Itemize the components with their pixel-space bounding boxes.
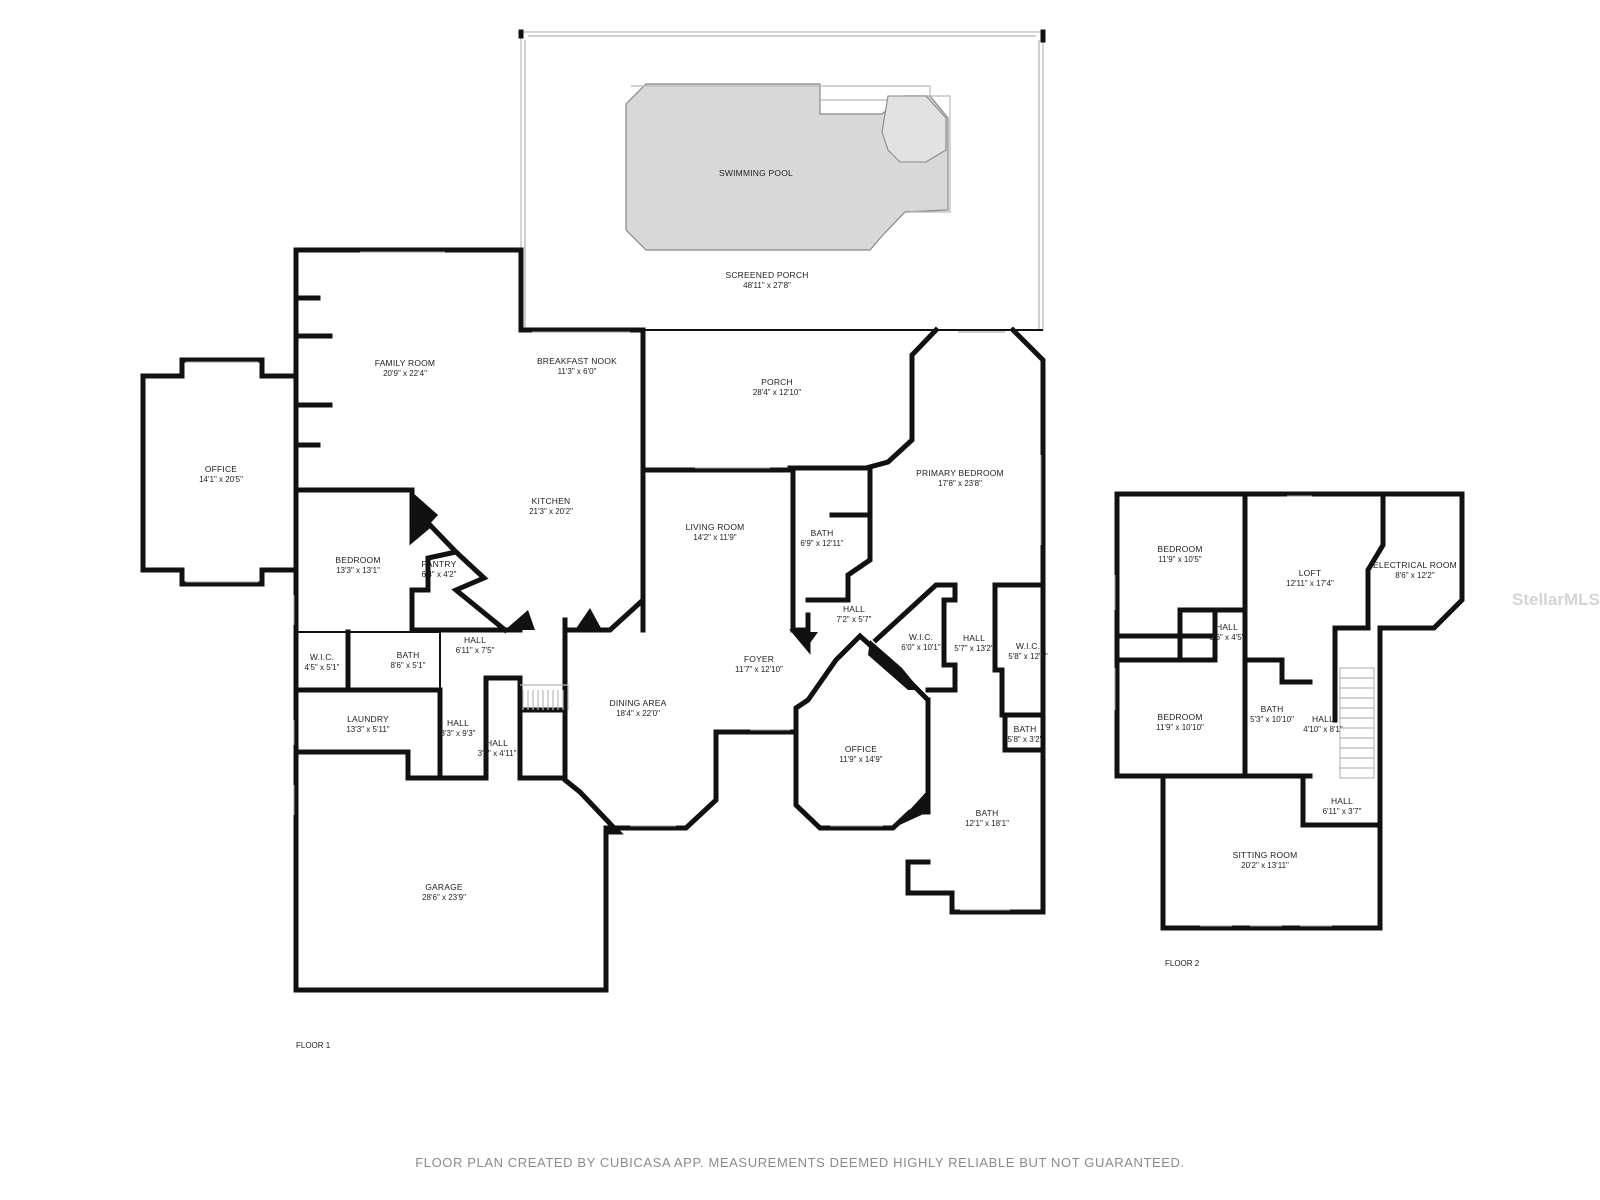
room-dims-bath-center: 6'9" x 12'11"	[800, 539, 843, 548]
room-dims-family-room: 20'9" x 22'4"	[383, 369, 427, 378]
floor-2-stairs	[1339, 667, 1375, 779]
room-name-foyer: FOYER	[744, 654, 774, 664]
room-name-kitchen: KITCHEN	[532, 496, 571, 506]
room-name-hall-3: HALL	[1331, 796, 1353, 806]
room-name-garage: GARAGE	[425, 882, 463, 892]
room-name-bedroom-2: BEDROOM	[1157, 712, 1202, 722]
room-name-wic-primary-2: W.I.C.	[1016, 641, 1040, 651]
room-dims-hall-center: 7'2" x 5'7"	[837, 615, 872, 624]
room-name-bath-west: BATH	[397, 650, 420, 660]
room-name-swimming-pool: SWIMMING POOL	[719, 168, 793, 178]
room-dims-bath-west: 8'6" x 5'1"	[391, 661, 426, 670]
room-dims-porch: 28'4" x 12'10"	[753, 388, 801, 397]
room-dims-bedroom-1: 11'9" x 10'5"	[1158, 555, 1201, 564]
floor-1-labels: SWIMMING POOL SCREENED PORCH 48'11" x 27…	[199, 168, 1048, 1050]
room-dims-hall-2: 4'10" x 8'1"	[1303, 725, 1343, 734]
room-dims-pantry: 6'4" x 4'2"	[422, 570, 457, 579]
room-dims-hall-small: 3'5" x 4'11"	[478, 749, 517, 758]
floor-2-label: FLOOR 2	[1165, 959, 1200, 968]
swimming-pool	[625, 83, 949, 251]
room-name-hall-1: HALL	[1216, 622, 1238, 632]
room-name-pantry: PANTRY	[422, 559, 457, 569]
room-name-office-east: OFFICE	[845, 744, 877, 754]
room-name-bedroom: BEDROOM	[335, 555, 380, 565]
room-dims-laundry: 13'3" x 5'11"	[346, 725, 389, 734]
room-dims-electrical-room: 8'6" x 12'2"	[1395, 571, 1435, 580]
room-dims-hall-laundry: 3'3" x 9'3"	[441, 729, 476, 738]
room-name-wic-west: W.I.C.	[310, 652, 334, 662]
room-dims-breakfast-nook: 11'3" x 6'0"	[558, 367, 597, 376]
floor-1-label: FLOOR 1	[296, 1041, 331, 1050]
room-dims-living-room: 14'2" x 11'9"	[693, 533, 736, 542]
room-name-hall-laundry: HALL	[447, 718, 469, 728]
room-dims-office-east: 11'9" x 14'9"	[839, 755, 882, 764]
room-name-hall-small: HALL	[486, 738, 508, 748]
room-dims-floor2-bath: 5'3" x 10'10"	[1250, 715, 1294, 724]
room-name-sitting-room: SITTING ROOM	[1233, 850, 1298, 860]
room-dims-kitchen: 21'3" x 20'2"	[529, 507, 573, 516]
room-name-wic-primary-1: W.I.C.	[909, 632, 933, 642]
footer-disclaimer: FLOOR PLAN CREATED BY CUBICASA APP. MEAS…	[415, 1155, 1185, 1170]
room-name-hall-primary: HALL	[963, 633, 985, 643]
room-dims-office-west: 14'1" x 20'5"	[199, 475, 243, 484]
room-name-floor2-bath: BATH	[1261, 704, 1284, 714]
room-name-hall-center: HALL	[843, 604, 865, 614]
room-dims-hall-1: 3'6" x 4'5"	[1210, 633, 1245, 642]
room-name-hall-west: HALL	[464, 635, 486, 645]
room-dims-hall-primary: 5'7" x 13'2"	[954, 644, 994, 653]
room-dims-dining-area: 18'4" x 22'0"	[616, 709, 660, 718]
room-dims-hall-3: 6'11" x 3'7"	[1323, 807, 1362, 816]
room-dims-garage: 28'6" x 23'9"	[422, 893, 466, 902]
room-dims-bath-primary: 12'1" x 18'1"	[965, 819, 1009, 828]
room-name-breakfast-nook: BREAKFAST NOOK	[537, 356, 617, 366]
room-name-dining-area: DINING AREA	[610, 698, 667, 708]
room-dims-hall-west: 6'11" x 7'5"	[456, 646, 495, 655]
entry-stairs	[520, 684, 569, 710]
room-name-electrical-room: ELECTRICAL ROOM	[1373, 560, 1457, 570]
room-dims-wic-west: 4'5" x 5'1"	[305, 663, 340, 672]
room-dims-loft: 12'11" x 17'4"	[1286, 579, 1334, 588]
room-name-screened-porch: SCREENED PORCH	[725, 270, 808, 280]
floor-2-walls	[1114, 491, 1465, 931]
room-dims-sitting-room: 20'2" x 13'11"	[1241, 861, 1289, 870]
room-dims-screened-porch: 48'11" x 27'8"	[743, 281, 791, 290]
room-name-bath-center: BATH	[811, 528, 834, 538]
room-dims-wic-primary-1: 6'0" x 10'1"	[901, 643, 941, 652]
room-name-bath-primary: BATH	[976, 808, 999, 818]
room-name-office-west: OFFICE	[205, 464, 237, 474]
room-name-living-room: LIVING ROOM	[686, 522, 745, 532]
room-name-hall-2: HALL	[1312, 714, 1334, 724]
floor-2-labels: BEDROOM 11'9" x 10'5" LOFT 12'11" x 17'4…	[1156, 544, 1457, 968]
room-name-porch: PORCH	[761, 377, 793, 387]
room-name-loft: LOFT	[1299, 568, 1322, 578]
room-dims-wic-primary-2: 5'8" x 12'1"	[1008, 652, 1048, 661]
room-name-bedroom-1: BEDROOM	[1157, 544, 1202, 554]
room-name-bath-small: BATH	[1014, 724, 1037, 734]
room-dims-bath-small: 5'8" x 3'2"	[1008, 735, 1043, 744]
floor-1-walls	[140, 29, 1046, 993]
room-name-primary-bedroom: PRIMARY BEDROOM	[916, 468, 1004, 478]
room-dims-bedroom: 13'3" x 13'1"	[336, 566, 380, 575]
room-name-family-room: FAMILY ROOM	[375, 358, 435, 368]
watermark-logo: StellarMLS	[1512, 590, 1600, 609]
room-dims-foyer: 11'7" x 12'10"	[735, 665, 783, 674]
room-dims-primary-bedroom: 17'8" x 23'8"	[938, 479, 982, 488]
room-dims-bedroom-2: 11'9" x 10'10"	[1156, 723, 1204, 732]
room-name-laundry: LAUNDRY	[347, 714, 389, 724]
